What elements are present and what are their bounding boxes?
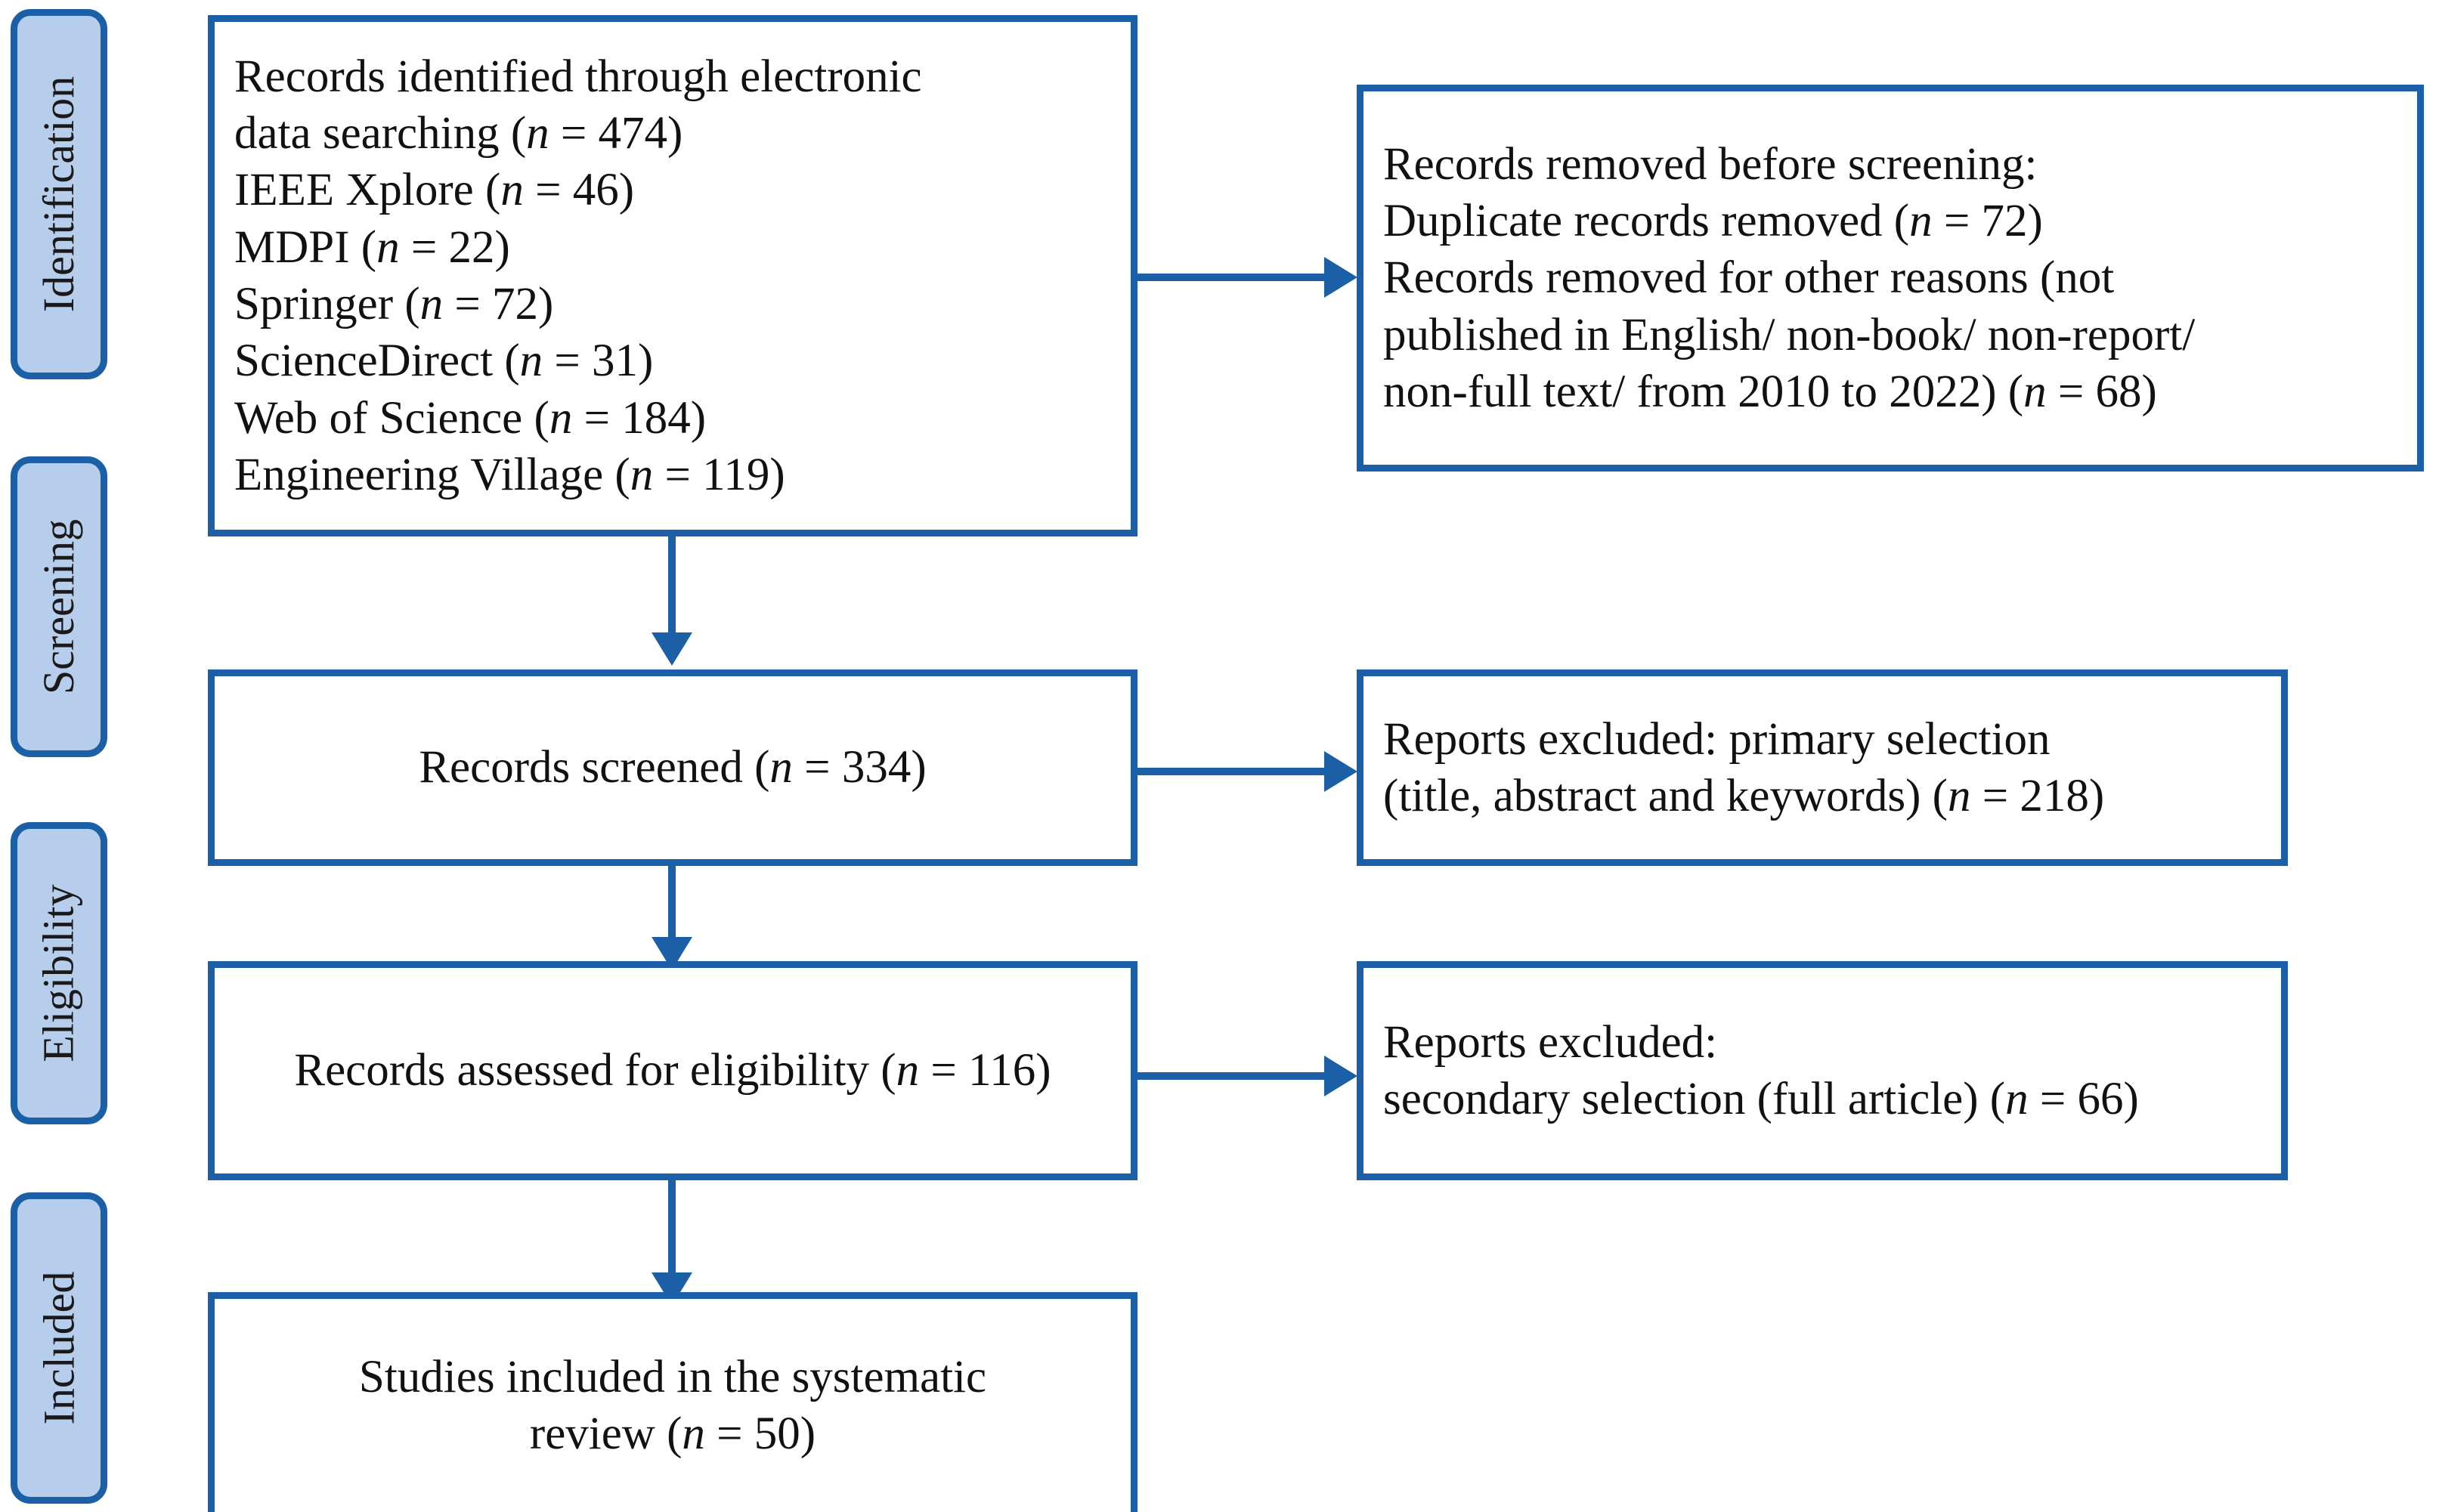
stage-tab-identification-label: Identification (34, 76, 83, 313)
box-reports-excluded-primary-text: Reports excluded: primary selection (tit… (1363, 711, 2281, 825)
line: Records identified through electronic (234, 51, 922, 102)
line: secondary selection (full article) (n = … (1383, 1074, 2139, 1124)
connector-assessed-to-included (668, 1180, 676, 1272)
connector-screened-to-assessed (668, 846, 676, 937)
box-studies-included-text: Studies included in the systematic revie… (215, 1349, 1131, 1463)
box-records-identified: Records identified through electronic da… (208, 15, 1137, 536)
stage-tab-included: Included (11, 1192, 107, 1504)
stage-tab-eligibility: Eligibility (11, 822, 107, 1124)
line: Web of Science (n = 184) (234, 392, 707, 444)
line: Springer (n = 72) (234, 279, 554, 329)
box-records-removed-before-screening-text: Records removed before screening: Duplic… (1363, 136, 2417, 421)
arrowhead-screened-to-excluded-primary (1324, 751, 1357, 792)
box-records-assessed-eligibility: Records assessed for eligibility (n = 11… (208, 961, 1137, 1180)
line: Records screened (n = 334) (419, 742, 927, 793)
box-records-identified-text: Records identified through electronic da… (215, 48, 1131, 504)
line: review (n = 50) (529, 1408, 816, 1459)
connector-assessed-to-excluded-secondary (1134, 1072, 1324, 1080)
connector-identified-to-removed (1134, 274, 1324, 281)
connector-identified-to-screened (668, 533, 676, 632)
line: Reports excluded: (1383, 1016, 1718, 1068)
line: Records removed for other reasons (not (1383, 252, 2115, 304)
line: published in English/ non-book/ non-repo… (1383, 309, 2196, 360)
line: MDPI (n = 22) (234, 221, 510, 273)
line: (title, abstract and keywords) (n = 218) (1383, 771, 2105, 821)
arrowhead-assessed-to-excluded-secondary (1324, 1056, 1357, 1096)
line: Records removed before screening: (1383, 138, 2038, 190)
connector-screened-to-excluded-primary (1134, 768, 1324, 775)
line: non-full text/ from 2010 to 2022) (n = 6… (1383, 366, 2157, 417)
line: Reports excluded: primary selection (1383, 713, 2051, 765)
stage-tab-screening: Screening (11, 456, 107, 757)
arrowhead-identified-to-removed (1324, 257, 1357, 298)
line: Studies included in the systematic (358, 1351, 987, 1402)
box-reports-excluded-primary: Reports excluded: primary selection (tit… (1357, 669, 2288, 866)
stage-tab-included-label: Included (34, 1271, 84, 1425)
box-records-assessed-eligibility-text: Records assessed for eligibility (n = 11… (215, 1042, 1131, 1099)
line: IEEE Xplore (n = 46) (234, 165, 635, 216)
box-records-screened-text: Records screened (n = 334) (215, 739, 1131, 796)
stage-tab-screening-label: Screening (34, 519, 84, 694)
line: data searching (n = 474) (234, 108, 683, 159)
arrowhead-identified-to-screened (652, 632, 692, 666)
box-reports-excluded-secondary: Reports excluded: secondary selection (f… (1357, 961, 2288, 1180)
stage-tab-identification: Identification (11, 9, 107, 379)
stage-tab-eligibility-label: Eligibility (34, 884, 84, 1062)
box-studies-included: Studies included in the systematic revie… (208, 1292, 1137, 1512)
box-records-removed-before-screening: Records removed before screening: Duplic… (1357, 85, 2424, 472)
line: Duplicate records removed (n = 72) (1383, 196, 2043, 246)
line: Engineering Village (n = 119) (234, 449, 785, 500)
box-reports-excluded-secondary-text: Reports excluded: secondary selection (f… (1363, 1014, 2281, 1128)
line: Records assessed for eligibility (n = 11… (294, 1045, 1051, 1096)
box-records-screened: Records screened (n = 334) (208, 669, 1137, 866)
line: ScienceDirect (n = 31) (234, 335, 654, 387)
